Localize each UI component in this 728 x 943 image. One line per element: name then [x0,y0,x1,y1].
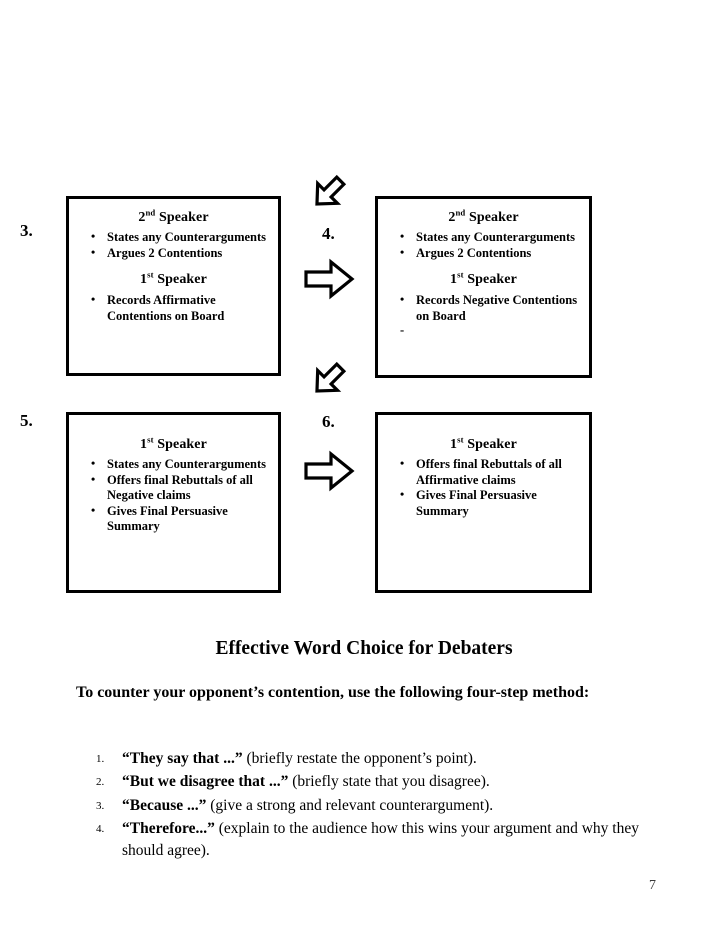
four-step-method-list: 1. “They say that ...” (briefly restate t… [96,748,662,864]
page-title: Effective Word Choice for Debaters [215,638,513,659]
flow-box-step-6: 1st Speaker Offers final Rebuttals of al… [375,412,592,593]
step-number-6: 6. [322,412,335,431]
flow-box-4-secondary-heading: 1st Speaker [386,269,581,288]
heading-prefix: 1 [140,272,148,288]
flow-box-step-5: 1st Speaker States any Counterarguments … [66,412,281,593]
flow-box-6-content: 1st Speaker Offers final Rebuttals of al… [378,415,589,519]
heading-prefix: 1 [450,437,458,452]
heading-prefix: 1 [450,272,458,288]
list-item: Offers final Rebuttals of all Negative c… [91,472,270,504]
heading-word: Speaker [467,437,517,452]
flow-box-4-trailing-mark: - [400,323,405,338]
flow-box-step-4: 2nd Speaker States any Counterarguments … [375,196,592,378]
heading-superscript: st [457,434,464,445]
flow-box-3-primary-bullets: States any Counterarguments Argues 2 Con… [77,229,270,262]
list-item-explanation: (explain to the audience how this wins y… [122,819,639,860]
list-item-explanation: (briefly state that you disagree). [288,773,490,791]
heading-word: Speaker [467,272,517,288]
step-number-5: 5. [20,411,33,430]
step-number-4: 4. [322,224,335,243]
list-item-quote: “Because ...” [122,796,207,814]
intro-paragraph: To counter your opponent’s contention, u… [76,684,590,701]
flow-box-4-secondary-bullets: Records Negative Contentions on Board [386,292,581,324]
heading-word: Speaker [158,210,209,225]
flow-box-3-secondary-heading: 1st Speaker [77,269,270,288]
list-item: Argues 2 Contentions [400,245,581,262]
list-item: 1. “They say that ...” (briefly restate t… [96,748,662,770]
list-item-quote: “Therefore...” [122,819,215,837]
list-item-marker: 4. [96,822,105,835]
list-item: States any Counterarguments [91,229,270,246]
arrow-diagonal-down-left-2-icon [305,355,353,408]
flow-box-4-primary-bullets: States any Counterarguments Argues 2 Con… [386,229,581,262]
flow-box-5-bullets: States any Counterarguments Offers final… [77,456,270,535]
heading-word: Speaker [468,210,519,225]
list-item: Offers final Rebuttals of all Affirmativ… [400,456,581,488]
heading-superscript: st [147,269,154,280]
list-item-quote: “But we disagree that ...” [122,773,289,791]
flow-box-4-primary-heading: 2nd Speaker [386,207,581,226]
list-item: 3. “Because ...” (give a strong and relev… [96,795,662,817]
flow-box-3-primary-heading: 2nd Speaker [77,207,270,226]
list-item: Records Negative Contentions on Board [400,292,581,324]
list-item: 2. “But we disagree that ...” (briefly st… [96,771,662,793]
heading-superscript: nd [455,207,466,218]
list-item: Gives Final Persuasive Summary [400,487,581,519]
list-item-quote: “They say that ...” [122,750,243,767]
arrow-diagonal-down-left-1-icon [305,168,353,221]
list-item-explanation: (give a strong and relevant counterargum… [206,796,494,814]
flow-box-6-bullets: Offers final Rebuttals of all Affirmativ… [386,456,581,519]
heading-word: Speaker [157,272,207,288]
flow-box-5-content: 1st Speaker States any Counterarguments … [69,415,278,535]
heading-superscript: st [147,434,154,445]
list-item: Gives Final Persuasive Summary [91,503,270,535]
heading-prefix: 2 [448,210,456,225]
arrow-right-1-icon [303,258,355,305]
list-item-explanation: (briefly restate the opponent’s point). [242,750,477,767]
flow-box-3-secondary-bullets: Records Affirmative Contentions on Board [77,292,270,324]
heading-superscript: st [457,269,464,280]
list-item-marker: 3. [96,799,105,812]
list-item: States any Counterarguments [91,456,270,473]
list-item-marker: 1. [96,753,105,765]
page-number: 7 [649,878,656,893]
list-item: Records Affirmative Contentions on Board [91,292,270,324]
list-item: States any Counterarguments [400,229,581,246]
flow-box-3-content: 2nd Speaker States any Counterarguments … [69,199,278,324]
heading-word: Speaker [157,437,207,452]
flow-box-5-primary-heading: 1st Speaker [77,434,270,453]
flow-box-6-primary-heading: 1st Speaker [386,434,581,453]
step-number-3: 3. [20,221,33,240]
flow-box-step-3: 2nd Speaker States any Counterarguments … [66,196,281,376]
list-item: 4. “Therefore...” (explain to the audienc… [96,818,662,863]
arrow-right-2-icon [303,450,355,497]
flow-box-4-content: 2nd Speaker States any Counterarguments … [378,199,589,338]
list-item: Argues 2 Contentions [91,245,270,262]
heading-superscript: nd [145,207,156,218]
heading-prefix: 1 [140,437,148,452]
debate-flow-diagram: 3. 4. 5. 6. 2nd Speaker States any Count… [0,0,728,610]
heading-prefix: 2 [138,210,146,225]
list-item-marker: 2. [96,776,105,789]
